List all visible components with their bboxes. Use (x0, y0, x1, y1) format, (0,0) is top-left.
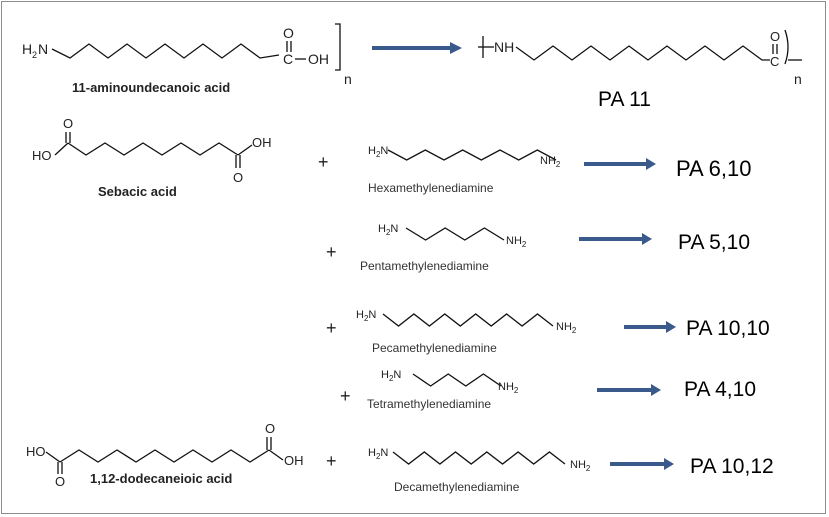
diamine-name: Tetramethylenediamine (367, 397, 491, 411)
sebacic-chain (67, 142, 239, 156)
plus-sign: + (318, 152, 329, 172)
diamine-chain (392, 451, 566, 465)
amine-n: N (38, 41, 48, 57)
diamine-right-amine: NH2 (556, 321, 577, 335)
carboxyl-oh: OH (308, 51, 329, 67)
sebacic-acid-label: Sebacic acid (98, 184, 177, 199)
sebacic-ho: HO (32, 148, 52, 163)
repeat-bracket (335, 23, 341, 71)
dodecane-chain (59, 449, 270, 463)
diamine-chain (405, 227, 505, 241)
diamine-name: Pecamethylenediamine (372, 341, 497, 355)
diamine-chain (387, 149, 557, 161)
amine-h: H (22, 41, 32, 57)
polymer-chain (515, 45, 770, 61)
dodecanedioic-acid-label: 1,12-dodecaneioic acid (90, 471, 232, 486)
product-label: PA 10,12 (690, 455, 774, 478)
plus-sign: + (340, 386, 351, 406)
sebacic-o-top: O (63, 116, 73, 131)
product-label: PA 6,10 (676, 156, 751, 181)
arrow-head (666, 321, 676, 333)
dodecane-o-bottom: O (55, 474, 65, 489)
polymer-c: C (770, 54, 779, 69)
diamine-left-amine: H2N (381, 369, 401, 383)
amine-sub: 2 (32, 50, 37, 60)
plus-sign: + (326, 242, 337, 262)
reaction-arrow-pa11 (372, 42, 462, 54)
arrow-head (651, 384, 661, 396)
dodecane-ho-bond (45, 451, 61, 463)
plus-sign: + (326, 451, 337, 471)
diamine-chain (412, 373, 502, 387)
diamine-left-amine: H2N (368, 145, 388, 159)
pa11-label: PA 11 (598, 88, 651, 111)
carboxyl-c: C (283, 51, 293, 67)
repeat-n: n (344, 71, 352, 87)
dodecane-o-top: O (265, 421, 275, 436)
product-label: PA 4,10 (684, 378, 756, 401)
sebacic-ho-bond (54, 142, 69, 156)
diamine-left-amine: H2N (378, 223, 398, 237)
diamine-name: Decamethylenediamine (394, 480, 520, 494)
aminoundecanoic-acid-label: 11-aminoundecanoic acid (72, 80, 230, 95)
dodecanedioic-acid-structure: HO O O OH 1,12-dodecaneioic acid (26, 421, 304, 489)
diamine-right-amine: NH2 (540, 155, 561, 169)
dodecane-ho: HO (26, 444, 46, 459)
sebacic-o-bottom: O (233, 170, 243, 185)
arrow-head (642, 233, 652, 245)
aminoundecanoic-chain (51, 43, 280, 59)
sebacic-oh-bond (237, 144, 253, 156)
dodecane-oh-bond (268, 449, 284, 461)
dodecane-oh: OH (284, 453, 304, 468)
polymer-nh: NH (494, 39, 514, 55)
polymer-n: n (794, 71, 802, 87)
product-label: PA 5,10 (678, 231, 750, 254)
sebacic-oh: OH (252, 135, 272, 150)
aminoundecanoic-acid-structure: H 2 N O C OH n 11-aminoundecanoic acid (22, 23, 352, 95)
carbonyl-o: O (283, 25, 294, 41)
diamine-right-amine: NH2 (506, 235, 527, 249)
diamine-chain (382, 313, 554, 327)
sebacic-acid-structure: HO O O OH Sebacic acid (32, 116, 272, 199)
diamine-right-amine: NH2 (570, 459, 591, 473)
polymer-o: O (770, 29, 780, 44)
diamine-name: Pentamethylenediamine (360, 259, 489, 273)
product-label: PA 10,10 (686, 317, 770, 340)
pa11-repeat-unit: NH O C n (478, 29, 802, 87)
arrow-head (646, 158, 656, 170)
diamine-right-amine: NH2 (498, 381, 519, 395)
arrow-head (664, 458, 674, 470)
diamine-name: Hexamethylenediamine (368, 181, 494, 195)
plus-sign: + (326, 318, 337, 338)
diamine-left-amine: H2N (368, 447, 388, 461)
right-bracket (784, 29, 789, 65)
diamine-left-amine: H2N (356, 309, 376, 323)
